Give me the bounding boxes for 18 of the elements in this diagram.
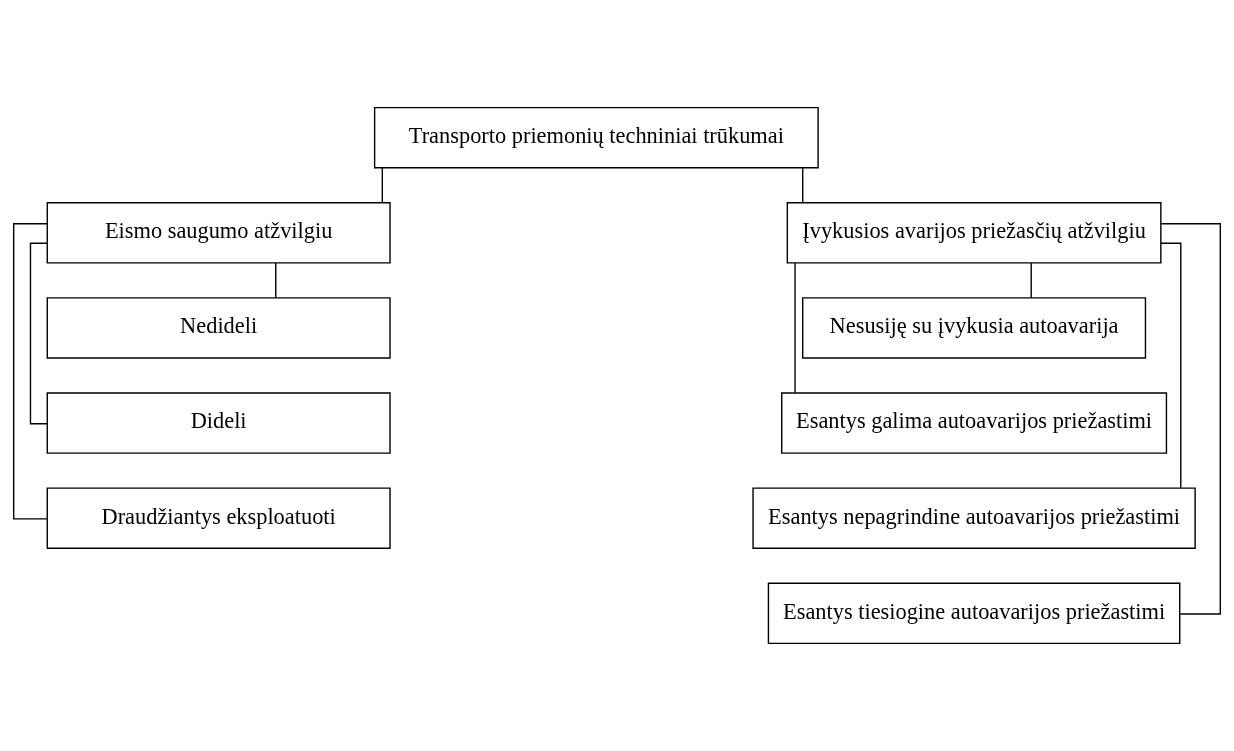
connector	[1160, 223, 1221, 615]
node-box: Esantys galima autoavarijos priežastimi	[781, 392, 1168, 454]
node-box: Transporto priemonių techniniai trūkumai	[373, 106, 819, 169]
connector	[1160, 242, 1182, 489]
connector	[13, 223, 48, 520]
connector	[275, 262, 277, 299]
node-box: Esantys nepagrindine autoavarijos priežastimi	[752, 487, 1196, 549]
connector	[794, 262, 796, 394]
connector	[1030, 262, 1032, 299]
node-box: Eismo saugumo atžvilgiu	[46, 202, 391, 264]
node-box: Esantys tiesiogine autoavarijos priežastimi	[767, 582, 1181, 645]
node-box: Nedideli	[46, 297, 391, 359]
node-box: Draudžiantys eksploatuoti	[46, 487, 391, 549]
connector	[381, 167, 383, 204]
node-box: Įvykusios avarijos priežasčių atžvilgiu	[786, 202, 1162, 264]
connector	[802, 167, 804, 204]
node-box: Nesusiję su įvykusia autoavarija	[802, 297, 1147, 359]
node-box: Dideli	[46, 392, 391, 454]
